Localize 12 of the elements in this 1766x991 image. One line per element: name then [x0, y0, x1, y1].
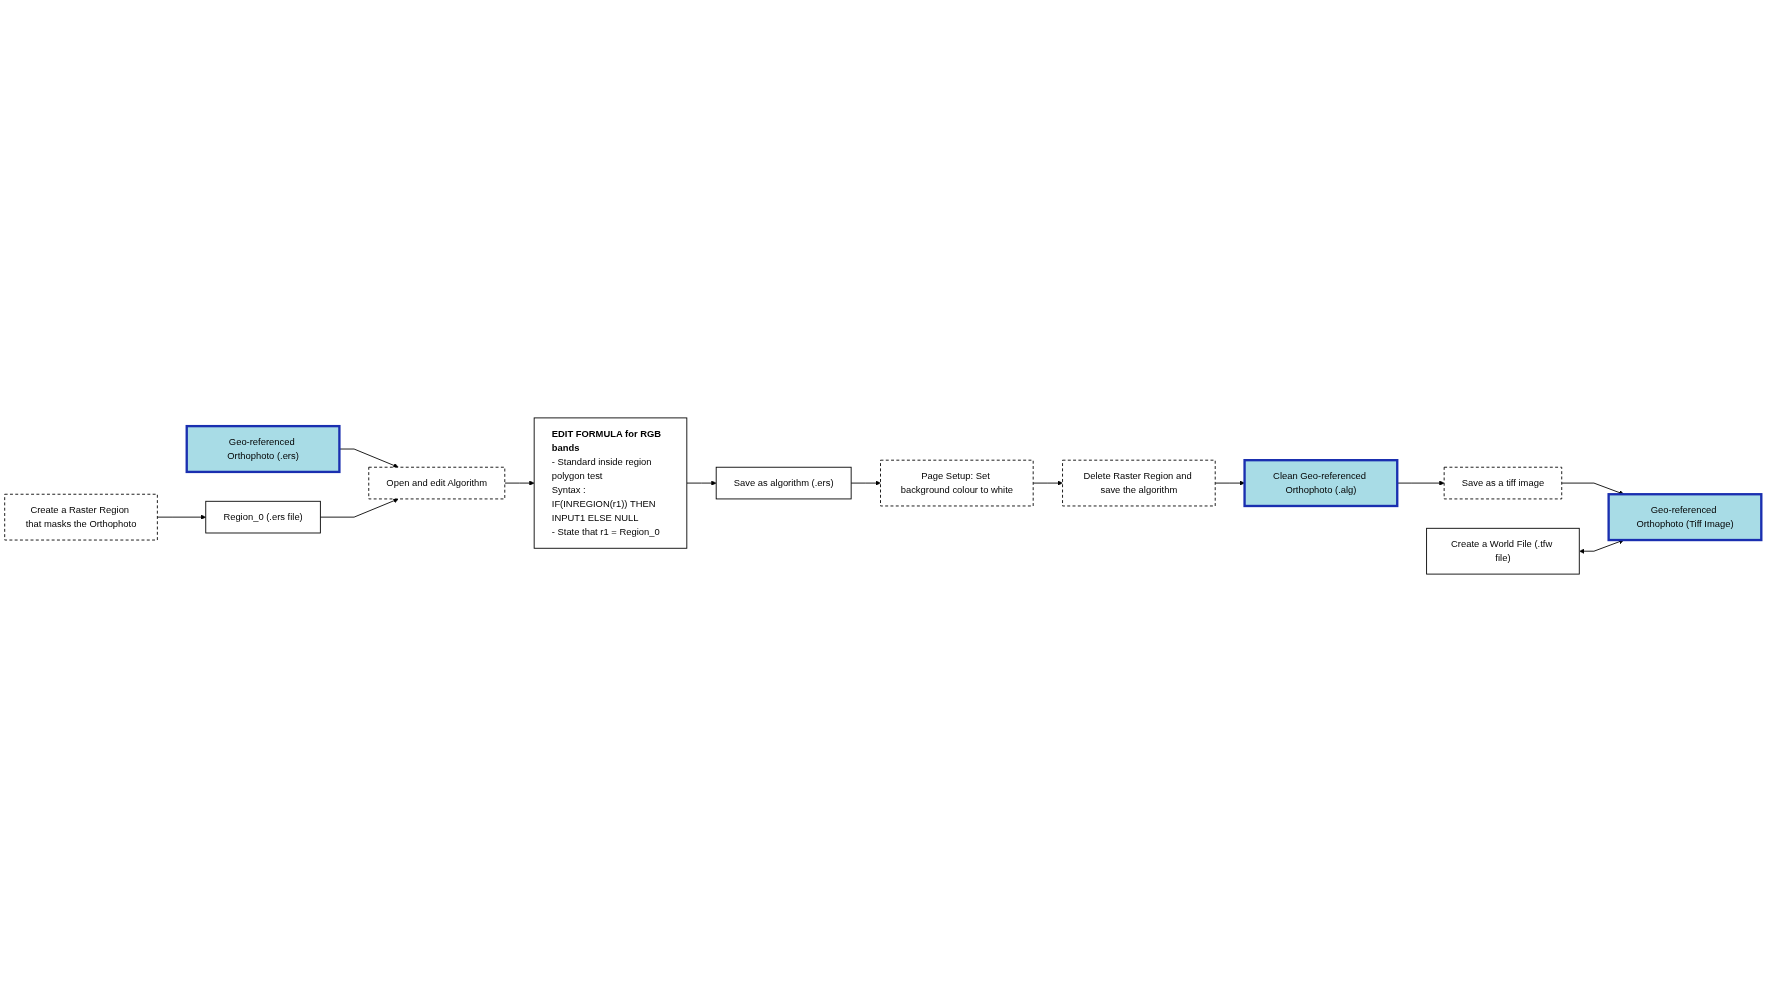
- node-box: Create a Raster Region that masks the Orthophoto: [4, 493, 158, 540]
- node-box: Open and edit Algorithm: [368, 466, 506, 499]
- node-box: Save as algorithm (.ers): [715, 466, 852, 499]
- node-box: Geo-referenced Orthophoto (.ers): [185, 424, 341, 473]
- node-box: Save as a tiff image: [1443, 466, 1563, 499]
- node-box: EDIT FORMULA for RGB bands - Standard inside region polygon test Syntax : IF(INREGION(r1)) THEN INPUT1 ELSE NULL - State that r1 = Region_0: [533, 416, 688, 549]
- node-box: Create a World File (.tfw file): [1426, 527, 1580, 575]
- node-box: Region_0 (.ers file): [205, 500, 321, 533]
- node-box: Delete Raster Region and save the algorithm: [1062, 459, 1216, 506]
- node-box: Page Setup: Set background colour to white: [880, 459, 1034, 506]
- node-box: Geo-referenced Orthophoto (Tiff Image): [1607, 492, 1763, 541]
- node-box: Clean Geo-referenced Orthophoto (.alg): [1243, 458, 1399, 507]
